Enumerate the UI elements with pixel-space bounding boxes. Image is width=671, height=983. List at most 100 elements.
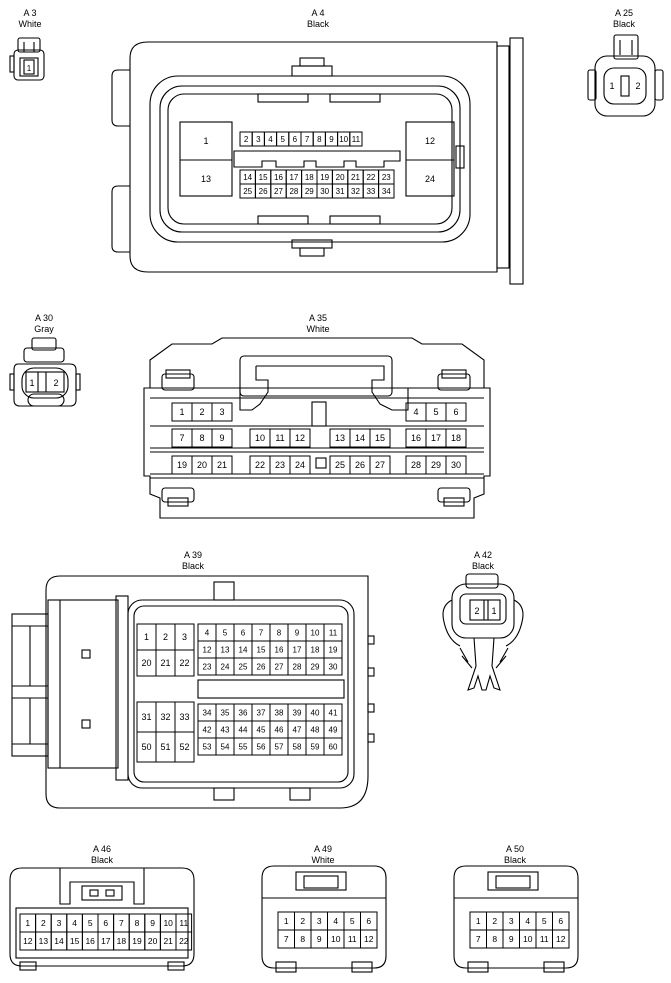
pin-label: 17 bbox=[289, 173, 298, 182]
pin-label: 11 bbox=[275, 433, 284, 443]
pin-label: 12 bbox=[295, 433, 305, 443]
pin-label: 5 bbox=[88, 918, 93, 928]
pin-label: 41 bbox=[329, 708, 338, 717]
pin-label: 2 bbox=[300, 916, 305, 926]
pin-label: 20 bbox=[141, 658, 151, 668]
pin-cell bbox=[369, 455, 391, 475]
pin-label: 25 bbox=[335, 460, 345, 470]
pin-label: 21 bbox=[217, 460, 227, 470]
pin-label: 56 bbox=[257, 742, 266, 751]
pin-label: 45 bbox=[257, 725, 266, 734]
pin-label: 11 bbox=[352, 135, 361, 144]
pin-label: 2 bbox=[635, 81, 640, 91]
pin-label: 6 bbox=[103, 918, 108, 928]
pin-label: 28 bbox=[289, 187, 298, 196]
pin-cell bbox=[445, 455, 467, 475]
pin-label: 50 bbox=[141, 742, 151, 752]
pin-label: 14 bbox=[54, 936, 64, 946]
pin-label: 1 bbox=[476, 916, 481, 926]
pin-label: 22 bbox=[255, 460, 265, 470]
pin-label: 6 bbox=[293, 135, 298, 144]
pin-label: 1 bbox=[25, 918, 30, 928]
connector-a25 bbox=[587, 34, 664, 117]
pin-label: 59 bbox=[311, 742, 320, 751]
pin-label: 3 bbox=[317, 916, 322, 926]
pin-label: 60 bbox=[329, 742, 338, 751]
pin-label: 22 bbox=[366, 173, 375, 182]
pin-label: 3 bbox=[509, 916, 514, 926]
pin-label: 16 bbox=[85, 936, 95, 946]
pin-label: 29 bbox=[431, 460, 441, 470]
pin-label: 17 bbox=[293, 645, 302, 654]
pin-label: 13 bbox=[201, 174, 211, 184]
pin-label: 15 bbox=[257, 645, 266, 654]
pin-cell bbox=[289, 428, 311, 448]
pin-label: 2 bbox=[492, 916, 497, 926]
pin-label: 22 bbox=[179, 936, 189, 946]
pin-label: 32 bbox=[351, 187, 360, 196]
pin-label: 8 bbox=[277, 628, 282, 637]
pin-label: 19 bbox=[132, 936, 142, 946]
pin-cell bbox=[211, 402, 233, 422]
pin-label: 12 bbox=[364, 934, 374, 944]
pin-label: 9 bbox=[295, 628, 300, 637]
pin-label: 4 bbox=[268, 135, 273, 144]
pin-label: 9 bbox=[219, 433, 224, 443]
pin-label: 5 bbox=[280, 135, 285, 144]
pin-label: 54 bbox=[221, 742, 230, 751]
pin-label: 37 bbox=[257, 708, 266, 717]
pin-cell bbox=[211, 455, 233, 475]
pin-label: 15 bbox=[70, 936, 80, 946]
pin-label: 15 bbox=[375, 433, 385, 443]
pin-label: 33 bbox=[179, 712, 189, 722]
pin-label: 31 bbox=[336, 187, 345, 196]
pin-label: 47 bbox=[293, 725, 302, 734]
pin-label: 5 bbox=[542, 916, 547, 926]
pin-label: 28 bbox=[411, 460, 421, 470]
connector-a42 bbox=[442, 573, 524, 691]
pin-label: 4 bbox=[413, 407, 418, 417]
pin-label: 19 bbox=[320, 173, 329, 182]
pin-label: 10 bbox=[255, 433, 265, 443]
pin-label: 4 bbox=[525, 916, 530, 926]
pin-label: 20 bbox=[336, 173, 345, 182]
pin-label: 3 bbox=[219, 407, 224, 417]
pin-label: 7 bbox=[476, 934, 481, 944]
pin-label: 42 bbox=[203, 725, 212, 734]
pin-label: 18 bbox=[451, 433, 461, 443]
pin-label: 16 bbox=[275, 645, 284, 654]
pin-label: 8 bbox=[199, 433, 204, 443]
pin-label: 25 bbox=[243, 187, 252, 196]
pin-label: 1 bbox=[284, 916, 289, 926]
pin-label: 21 bbox=[160, 658, 170, 668]
pin-cell bbox=[323, 737, 343, 756]
pin-label: 4 bbox=[205, 628, 210, 637]
pin-label: 24 bbox=[295, 460, 305, 470]
pin-label: 57 bbox=[275, 742, 284, 751]
pin-label: 18 bbox=[311, 645, 320, 654]
pin-label: 43 bbox=[221, 725, 230, 734]
pin-label: 4 bbox=[333, 916, 338, 926]
pin-cell bbox=[369, 428, 391, 448]
pin-label: 36 bbox=[239, 708, 248, 717]
pin-label: 8 bbox=[492, 934, 497, 944]
pin-label: 10 bbox=[311, 628, 320, 637]
pin-label: 8 bbox=[317, 135, 322, 144]
pin-cell bbox=[289, 455, 311, 475]
pin-label: 1 bbox=[609, 81, 614, 91]
pin-label: 11 bbox=[348, 934, 357, 944]
pin-label: 7 bbox=[179, 433, 184, 443]
pin-label: 11 bbox=[179, 918, 188, 928]
pin-label: 30 bbox=[320, 187, 329, 196]
pin-label: 24 bbox=[221, 662, 230, 671]
pin-label: 23 bbox=[275, 460, 285, 470]
pin-label: 2 bbox=[244, 135, 249, 144]
